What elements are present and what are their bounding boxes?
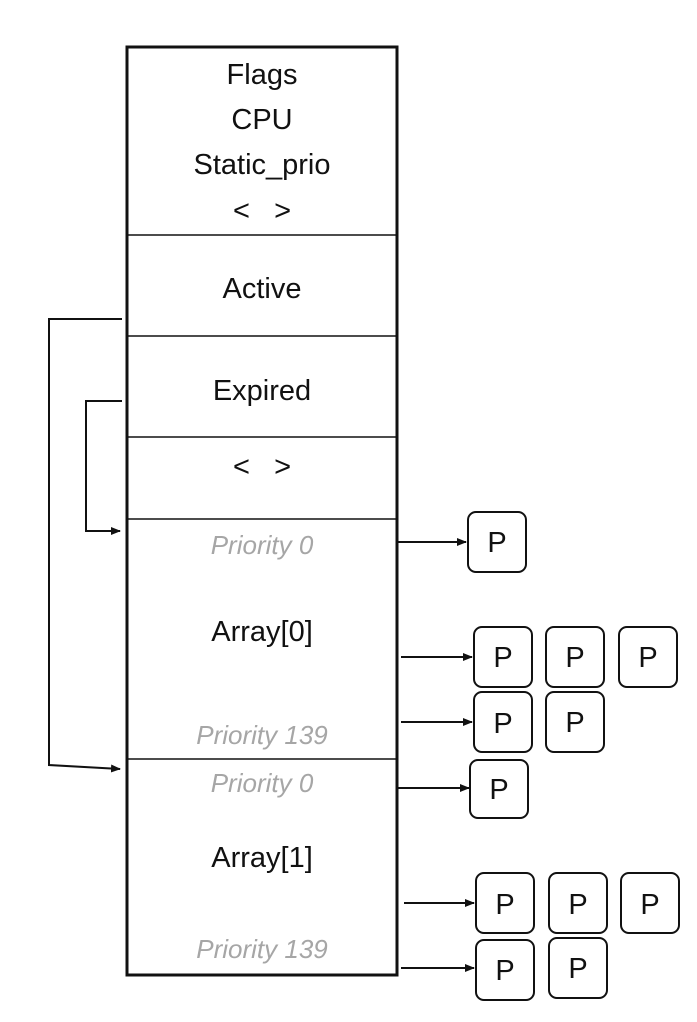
process-label: P (489, 774, 508, 806)
header-ellipsis: < > (233, 195, 291, 227)
process-label: P (568, 953, 587, 985)
array1-priority-top: Priority 0 (211, 768, 314, 798)
process-label: P (568, 889, 587, 921)
process-node: P (475, 872, 535, 934)
array0-priority-bottom: Priority 139 (196, 720, 328, 750)
array0-title: Array[0] (211, 616, 313, 648)
active-label: Active (223, 273, 302, 305)
process-node: P (545, 626, 605, 688)
expired-pointer-arrow (85, 400, 122, 535)
mid-ellipsis: < > (233, 451, 291, 483)
process-label: P (487, 527, 506, 559)
process-node: P (618, 626, 678, 688)
process-node: P (545, 691, 605, 753)
process-node: P (620, 872, 680, 934)
expired-label: Expired (213, 375, 311, 407)
process-node: P (473, 626, 533, 688)
process-node: P (473, 691, 533, 753)
process-label: P (495, 889, 514, 921)
process-node: P (475, 939, 535, 1001)
process-label: P (565, 642, 584, 674)
static-prio-label: Static_prio (193, 149, 330, 181)
process-node: P (469, 759, 529, 819)
process-node: P (548, 937, 608, 999)
process-label: P (495, 955, 514, 987)
active-pointer-arrow (48, 318, 122, 773)
array1-title: Array[1] (211, 842, 313, 874)
process-node: P (548, 872, 608, 934)
process-label: P (493, 642, 512, 674)
runqueue-box (125, 45, 399, 977)
process-label: P (638, 642, 657, 674)
array0-priority-top: Priority 0 (211, 530, 314, 560)
process-label: P (493, 708, 512, 740)
cpu-label: CPU (231, 104, 292, 136)
process-node: P (467, 511, 527, 573)
flags-label: Flags (227, 59, 298, 91)
array1-priority-bottom: Priority 139 (196, 934, 328, 964)
process-label: P (565, 707, 584, 739)
process-label: P (640, 889, 659, 921)
